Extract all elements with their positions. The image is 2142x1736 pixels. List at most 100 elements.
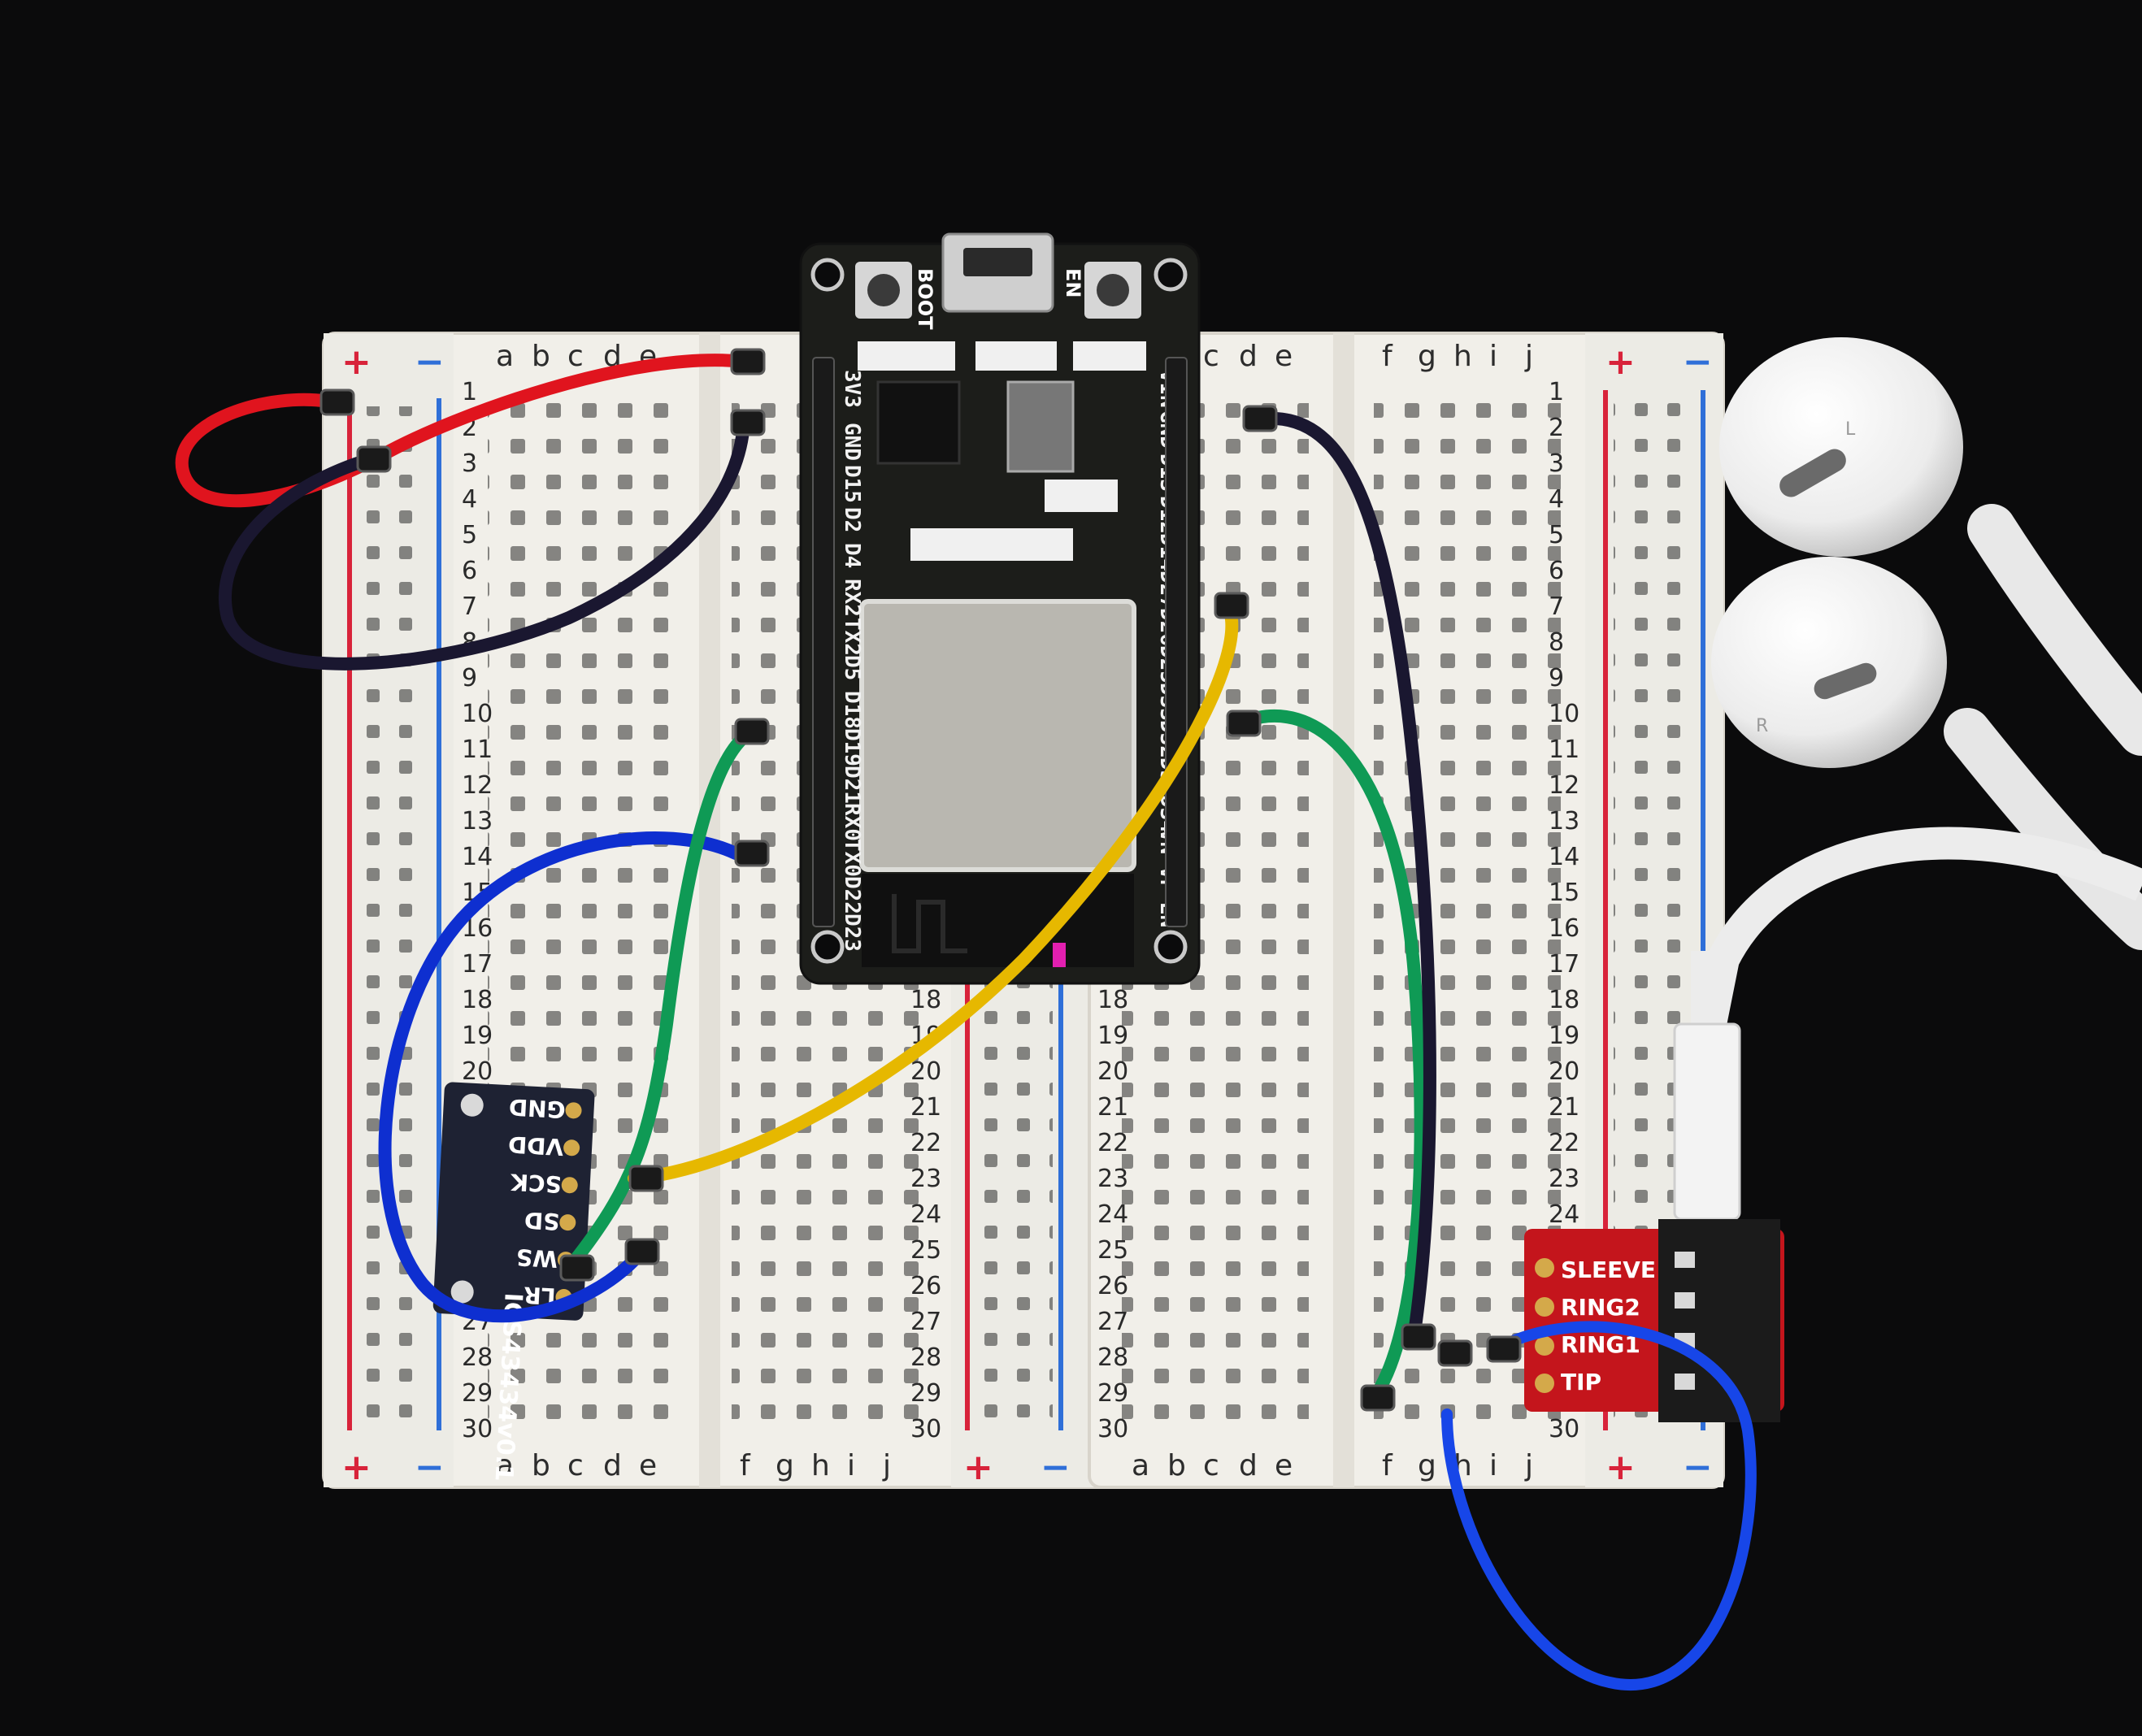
svg-text:RX2: RX2 [840, 579, 864, 617]
row-number: 21 [1097, 1093, 1128, 1122]
rail-minus-label: − [1683, 341, 1713, 383]
row-number: 29 [910, 1379, 941, 1408]
row-number: 6 [1549, 557, 1564, 585]
row-number: 19 [1097, 1022, 1128, 1050]
wire-green-right [1233, 710, 1427, 1404]
column-labels-bottom-far-right: f g h i j [1382, 1449, 1533, 1482]
svg-text:D21: D21 [840, 766, 864, 804]
svg-text:b: b [532, 1449, 550, 1482]
svg-text:a: a [1132, 1449, 1149, 1482]
row-number: 30 [910, 1415, 941, 1443]
row-number: 4 [462, 485, 477, 514]
row-number: 29 [462, 1379, 493, 1408]
svg-text:f: f [1382, 1449, 1393, 1482]
row-number: 25 [1097, 1236, 1128, 1265]
svg-text:d: d [1239, 340, 1258, 373]
svg-text:D2: D2 [840, 507, 864, 532]
column-labels-top-far-right: f g h i j [1382, 340, 1533, 373]
row-number: 25 [910, 1236, 941, 1265]
svg-text:D23: D23 [840, 914, 864, 952]
svg-text:d: d [1239, 1449, 1258, 1482]
row-number: 1 [462, 378, 477, 406]
svg-text:D18: D18 [840, 691, 864, 729]
row-number: 9 [462, 664, 477, 692]
svg-text:D5: D5 [840, 655, 864, 680]
row-number: 27 [910, 1308, 941, 1336]
row-number: 21 [1549, 1093, 1579, 1122]
row-number: 30 [1097, 1415, 1128, 1443]
rail-plus-label: + [963, 1447, 993, 1488]
svg-text:c: c [567, 1449, 584, 1482]
svg-text:SD: SD [524, 1206, 560, 1235]
wire-black-right [1270, 412, 1436, 1339]
wire-plugs [319, 348, 1522, 1412]
svg-text:j: j [1524, 340, 1533, 373]
rail-minus-label: − [1041, 1447, 1071, 1488]
row-number: 18 [910, 986, 941, 1014]
jack-pin-label: RING1 [1561, 1331, 1640, 1358]
row-number: 24 [1097, 1200, 1128, 1229]
row-number: 18 [1549, 986, 1579, 1014]
row-number: 6 [462, 557, 477, 585]
svg-text:g: g [1418, 340, 1436, 373]
right-earbud [1711, 557, 1947, 768]
row-number: 28 [1097, 1343, 1128, 1372]
wire-green-left [563, 725, 758, 1274]
jumper-wires [175, 354, 1757, 1690]
svg-text:i: i [1489, 1449, 1497, 1482]
row-number: 10 [462, 700, 493, 728]
svg-text:e: e [1275, 340, 1293, 373]
esp32-wroom-module [859, 599, 1136, 872]
row-number: 7 [462, 592, 477, 621]
wire-black [218, 416, 750, 671]
row-number: 8 [1549, 628, 1564, 657]
svg-text:d: d [603, 1449, 622, 1482]
row-number: 19 [462, 1022, 493, 1050]
row-number: 11 [462, 736, 493, 764]
jack-pin-label: TIP [1561, 1369, 1601, 1395]
ics43434-mic-module: ICS43434v0.1 GND VDD SCK SD WS LR [432, 1082, 595, 1482]
row-number: 23 [910, 1165, 941, 1193]
svg-text:e: e [639, 1449, 657, 1482]
svg-text:g: g [1418, 1449, 1436, 1482]
svg-text:RX0: RX0 [840, 803, 864, 841]
audio-plug [1673, 1022, 1741, 1221]
wire-yellow [628, 599, 1239, 1185]
svg-text:j: j [1524, 1449, 1533, 1482]
row-number: 28 [462, 1343, 493, 1372]
row-number: 27 [1097, 1308, 1128, 1336]
row-number: 14 [1549, 843, 1579, 871]
rail-plus-label: + [1605, 1447, 1636, 1488]
row-number: 12 [1549, 771, 1579, 800]
row-number: 3 [462, 449, 477, 478]
rail-minus-label: − [415, 1447, 445, 1488]
svg-text:a: a [496, 1449, 514, 1482]
svg-text:i: i [1489, 340, 1497, 373]
svg-text:c: c [1203, 340, 1219, 373]
earbud-left-mark: L [1845, 419, 1856, 440]
jack-pin-labels: SLEEVE RING2 RING1 TIP [1561, 1256, 1656, 1395]
earbud-right-mark: R [1756, 716, 1768, 736]
row-number: 16 [1549, 914, 1579, 943]
svg-text:c: c [1203, 1449, 1219, 1482]
svg-text:b: b [1167, 1449, 1186, 1482]
jack-pin-label: RING2 [1561, 1294, 1640, 1321]
column-labels-bottom-left: a b c d e [496, 1449, 657, 1482]
row-number: 30 [1549, 1415, 1579, 1443]
boot-button-label: BOOT [914, 268, 936, 330]
row-number: 11 [1549, 736, 1579, 764]
esp32-devkit: BOOT EN 3V3 GND D15 D2 D4 RX2 TX2 D5 D18… [799, 232, 1201, 985]
svg-text:h: h [1453, 340, 1472, 373]
esp32-left-pins: 3V3 GND D15 D2 D4 RX2 TX2 D5 D18 D19 D21… [840, 370, 864, 952]
mic-pin-labels: GND VDD SCK SD WS LR [507, 1093, 566, 1309]
row-number: 17 [462, 950, 493, 979]
svg-text:D4: D4 [840, 543, 864, 568]
row-number: 13 [1549, 807, 1579, 835]
svg-text:TX0: TX0 [840, 839, 864, 877]
column-labels-bottom-right: a b c d e [1132, 1449, 1293, 1482]
wire-blue [378, 831, 742, 1323]
row-number: 4 [1549, 485, 1564, 514]
